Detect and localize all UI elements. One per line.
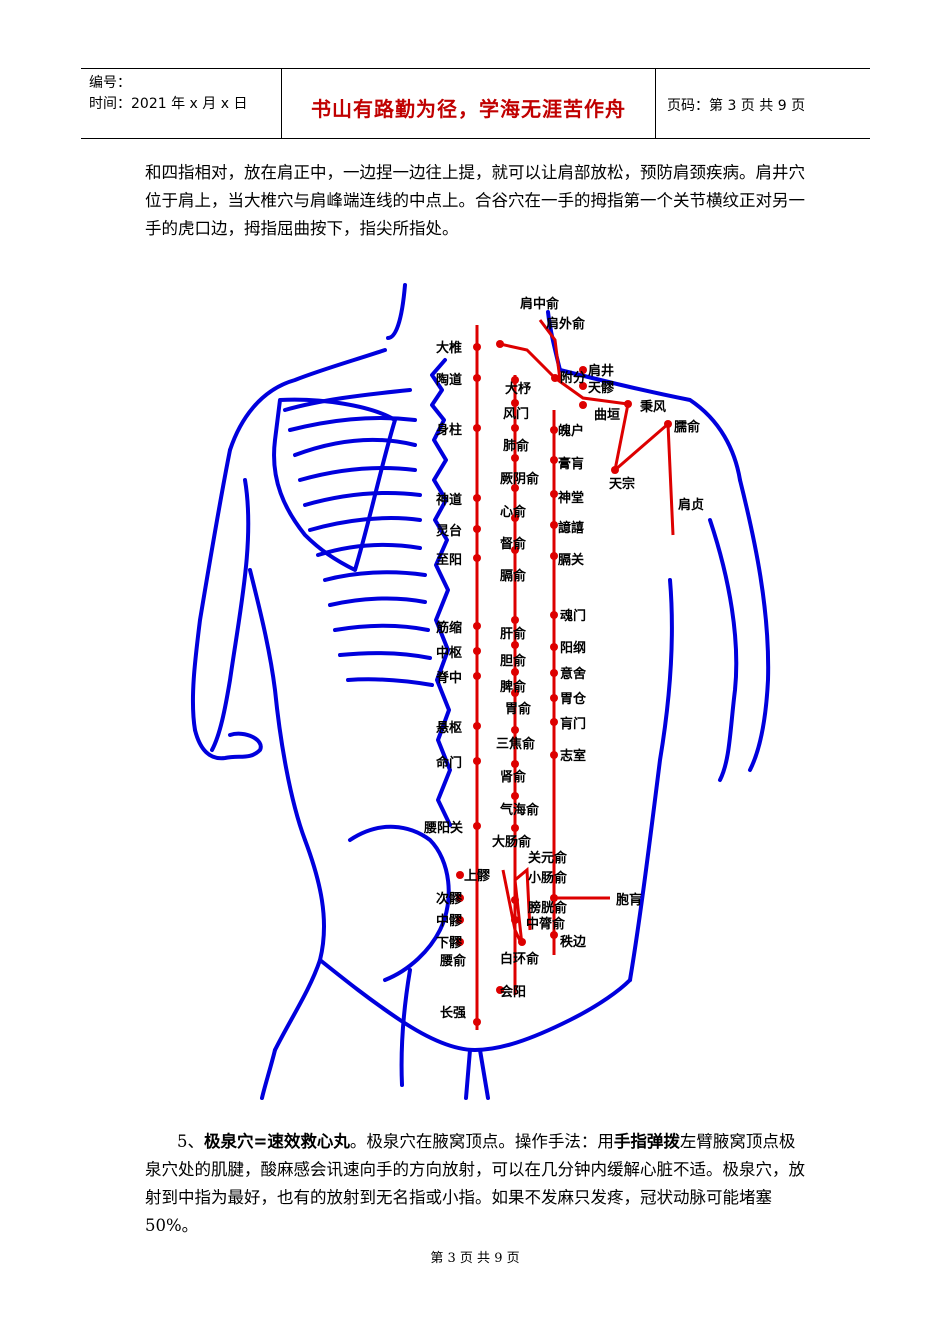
label-weishu: 胃俞 — [505, 701, 532, 717]
paragraph-2-text-1: 。极泉穴在腋窝顶点。操作手法：用 — [349, 1132, 614, 1151]
label-shangliao: 上髎 — [464, 868, 491, 884]
document-time-label: 时间：2021 年 x 月 x 日 — [89, 96, 248, 112]
label-zhiyang: 至阳 — [436, 553, 462, 568]
label-pishu: 脾俞 — [500, 679, 527, 695]
label-tianliao: 天髎 — [588, 380, 615, 396]
label-shenzhu: 身柱 — [436, 422, 462, 438]
label-feishu: 肺俞 — [503, 438, 530, 454]
label-jianzhongshu: 肩中俞 — [520, 296, 560, 312]
label-taodao: 陶道 — [436, 372, 462, 388]
label-changqiang: 长强 — [440, 1005, 466, 1021]
label-weicang: 胃仓 — [560, 691, 587, 707]
label-huangmen: 肓门 — [560, 716, 586, 732]
page-footer: 第 3 页 共 9 页 — [430, 1251, 520, 1266]
label-mingmen: 命门 — [435, 755, 462, 771]
label-zhonglvshu: 中膂俞 — [526, 916, 566, 932]
label-jinsuo: 筋缩 — [435, 620, 462, 636]
label-xinshu: 心俞 — [500, 504, 527, 520]
section-title-bold: 极泉穴=速效救心丸 — [204, 1132, 350, 1151]
label-zhishi: 志室 — [560, 748, 586, 764]
header-page-label: 页码：第 3 页 共 9 页 — [667, 98, 806, 114]
label-qihaishu: 气海俞 — [500, 802, 540, 818]
header-page-cell: 页码：第 3 页 共 9 页 — [655, 69, 870, 138]
label-pohu: 魄户 — [558, 423, 584, 439]
label-pangguangshu: 膀胱俞 — [527, 900, 568, 916]
label-naoshu: 臑俞 — [674, 419, 701, 435]
label-sanjiaoshu: 三焦俞 — [496, 736, 536, 752]
acupoint-back-figure: 大椎 陶道 身柱 神道 灵台 至阳 筋缩 中枢 脊中 悬枢 命门 腰阳关 上髎 … — [170, 280, 780, 1100]
label-zhongliao: 中髎 — [436, 913, 463, 929]
label-xiaochangshu: 小肠俞 — [528, 870, 568, 886]
label-lingtai: 灵台 — [436, 523, 462, 539]
label-danshu: 胆俞 — [500, 653, 527, 669]
label-gaohuang: 膏肓 — [558, 456, 584, 472]
header-motto: 书山有路勤为径，学海无涯苦作舟 — [311, 97, 626, 121]
label-shentang: 神堂 — [558, 490, 584, 506]
label-hunmen: 魂门 — [560, 608, 586, 624]
label-yishe: 意舍 — [560, 666, 587, 682]
label-dazhui: 大椎 — [436, 340, 462, 356]
label-fengmen: 风门 — [503, 406, 529, 422]
label-xialiao: 下髎 — [436, 935, 463, 951]
label-shenshu: 肾俞 — [500, 769, 527, 785]
header-table: 编号： 时间：2021 年 x 月 x 日 书山有路勤为径，学海无涯苦作舟 页码… — [81, 68, 870, 139]
label-fufen: 附分 — [560, 370, 586, 386]
label-jueyinshu: 厥阴俞 — [500, 471, 540, 487]
label-jianwaishu: 肩外俞 — [546, 316, 586, 332]
label-dachangshu: 大肠俞 — [492, 834, 532, 850]
label-geshu: 膈俞 — [499, 568, 527, 584]
label-baohuang: 胞肓 — [615, 892, 642, 908]
paragraph-2: 5、极泉穴=速效救心丸。极泉穴在腋窝顶点。操作手法：用手指弹拨左臂腋窝顶点极泉穴… — [145, 1128, 805, 1240]
label-tianzong: 天宗 — [609, 476, 635, 492]
label-jizhong: 脊中 — [435, 670, 462, 686]
paragraph-1: 和四指相对，放在肩正中，一边捏一边往上提，就可以让肩部放松，预防肩颈疾病。肩井穴… — [145, 163, 805, 238]
paragraph-2-text-2: 左臂腋窝顶点极泉穴处的肌腱，酸麻感会讯速向手的方向放射，可以在几分钟内缓解心脏不… — [145, 1132, 805, 1235]
label-zhongshu: 中枢 — [436, 645, 462, 661]
label-zhibian: 秩边 — [560, 934, 587, 950]
label-bingfeng: 秉风 — [640, 399, 666, 415]
label-guanyuanshu: 关元俞 — [528, 850, 568, 866]
label-ciliao: 次髎 — [436, 891, 463, 907]
label-yixi: 譩譆 — [558, 520, 584, 536]
label-quyuan: 曲垣 — [594, 407, 620, 423]
label-dazhu: 大杼 — [505, 381, 532, 397]
label-huiyang: 会阳 — [500, 984, 526, 1000]
label-jianzhen: 肩贞 — [678, 497, 704, 513]
label-ganshu: 肝俞 — [500, 626, 527, 642]
label-yaoshu: 腰俞 — [439, 953, 467, 969]
section-number: 5、 — [177, 1132, 204, 1151]
header-left-cell: 编号： 时间：2021 年 x 月 x 日 — [81, 69, 281, 138]
document-number-label: 编号： — [89, 75, 131, 91]
label-yaoyangguan: 腰阳关 — [423, 820, 463, 836]
header-motto-cell: 书山有路勤为径，学海无涯苦作舟 — [281, 69, 656, 138]
label-xuanshu: 悬枢 — [436, 720, 462, 736]
body-outline — [190, 283, 771, 1100]
label-dushu: 督俞 — [500, 536, 527, 552]
label-geguan: 膈关 — [557, 552, 584, 568]
label-shendao: 神道 — [436, 492, 462, 508]
technique-bold: 手指弹拨 — [613, 1132, 680, 1151]
label-yanggang: 阳纲 — [560, 640, 586, 656]
label-baihuanshu: 白环俞 — [500, 951, 540, 967]
label-jianjing: 肩井 — [588, 363, 614, 379]
acupoint-dots — [456, 340, 672, 1026]
